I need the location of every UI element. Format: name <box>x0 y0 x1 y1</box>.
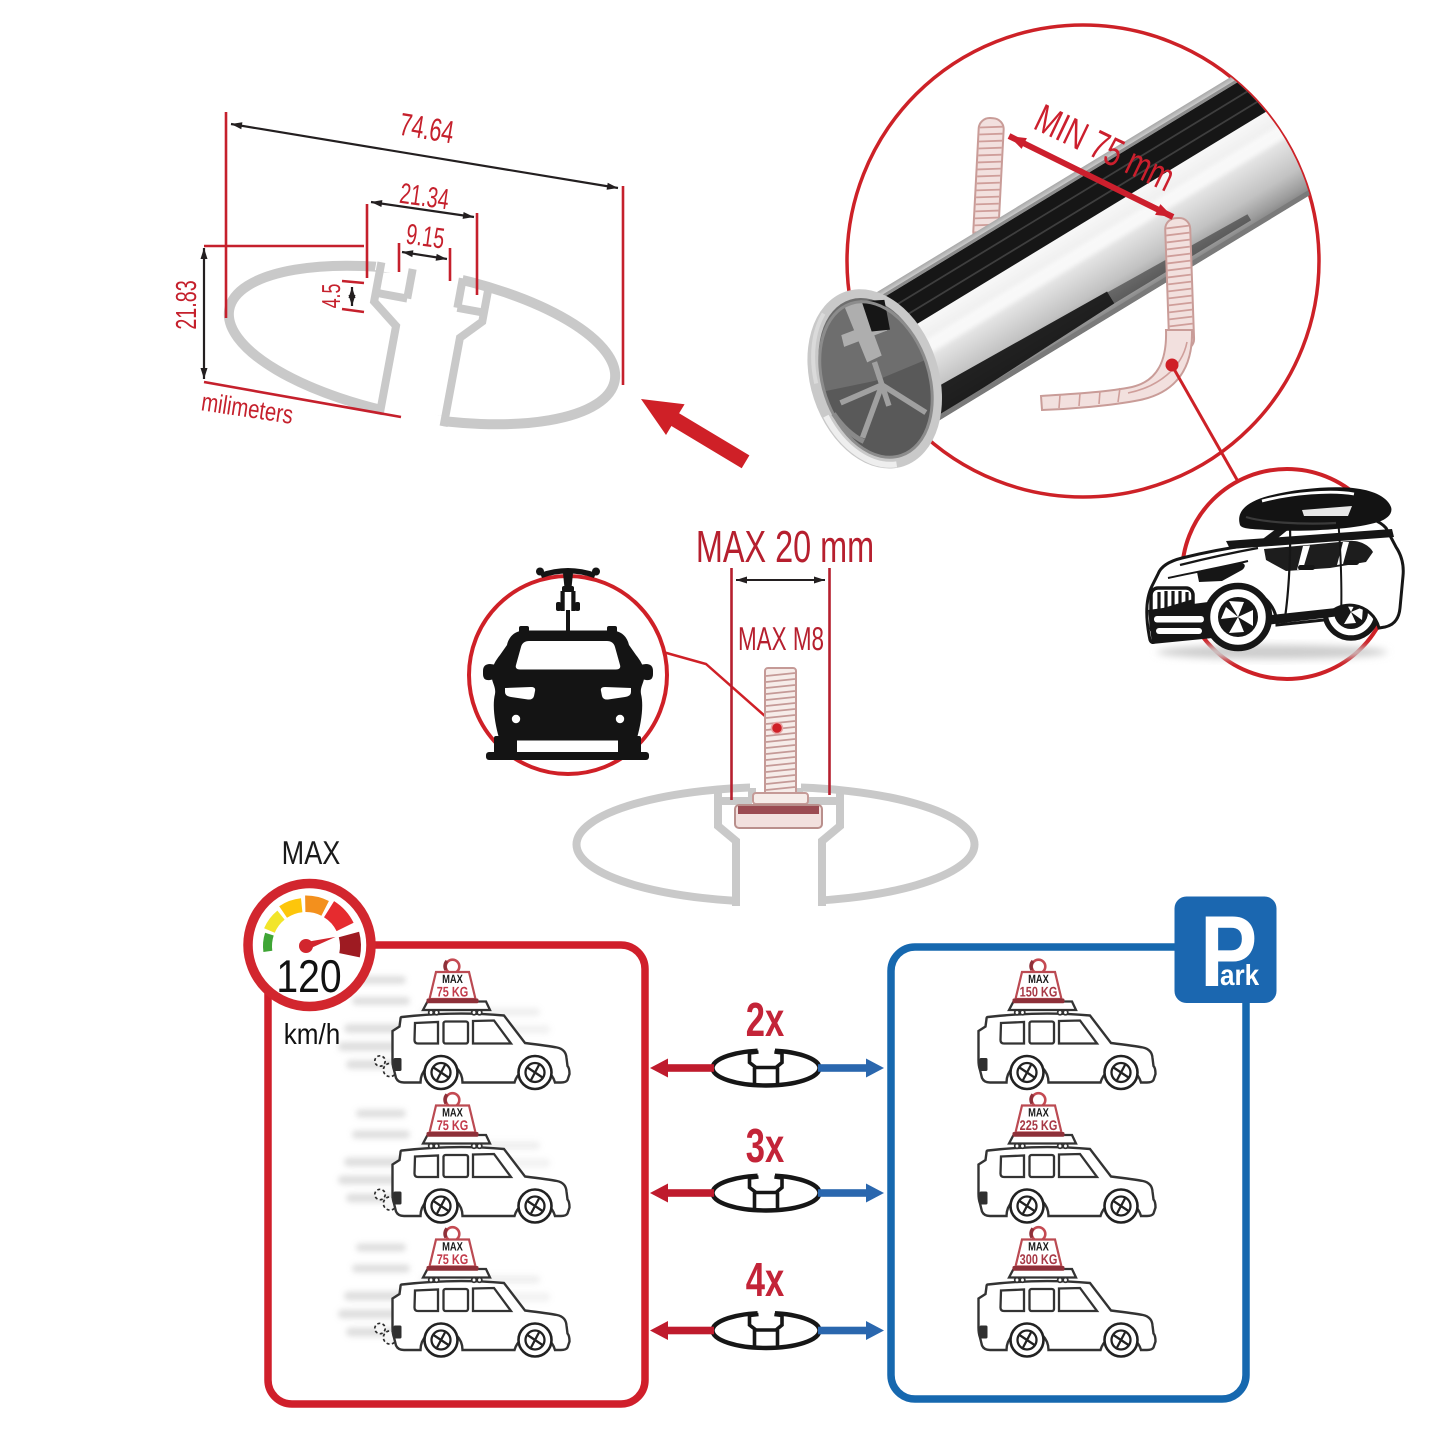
svg-text:300 KG: 300 KG <box>1020 1251 1058 1267</box>
svg-text:3x: 3x <box>746 1120 785 1173</box>
svg-text:MAX: MAX <box>442 1106 463 1120</box>
svg-text:MAX M8: MAX M8 <box>738 620 824 657</box>
svg-text:75 KG: 75 KG <box>437 1117 469 1133</box>
svg-text:MAX: MAX <box>442 1240 463 1254</box>
svg-text:74.64: 74.64 <box>397 106 457 150</box>
svg-text:MAX: MAX <box>282 834 341 871</box>
svg-text:21.83: 21.83 <box>171 280 203 329</box>
svg-text:4x: 4x <box>746 1254 785 1307</box>
svg-text:MAX: MAX <box>442 972 463 986</box>
svg-text:21.34: 21.34 <box>398 178 451 217</box>
svg-text:9.15: 9.15 <box>404 219 446 256</box>
svg-text:2x: 2x <box>746 994 785 1047</box>
svg-text:P: P <box>1200 896 1257 1008</box>
svg-text:75 KG: 75 KG <box>437 1251 469 1267</box>
svg-text:MAX: MAX <box>1028 1240 1049 1254</box>
svg-text:150 KG: 150 KG <box>1020 984 1058 1000</box>
svg-text:ark: ark <box>1220 960 1260 992</box>
svg-text:km/h: km/h <box>284 1019 341 1051</box>
svg-text:4.5: 4.5 <box>316 284 346 309</box>
svg-text:MAX: MAX <box>1028 972 1049 986</box>
svg-text:MAX 20 mm: MAX 20 mm <box>696 521 874 572</box>
svg-text:120: 120 <box>276 950 341 1002</box>
svg-text:225 KG: 225 KG <box>1020 1117 1058 1133</box>
svg-text:MAX: MAX <box>1028 1106 1049 1120</box>
svg-text:75 KG: 75 KG <box>437 984 469 1000</box>
